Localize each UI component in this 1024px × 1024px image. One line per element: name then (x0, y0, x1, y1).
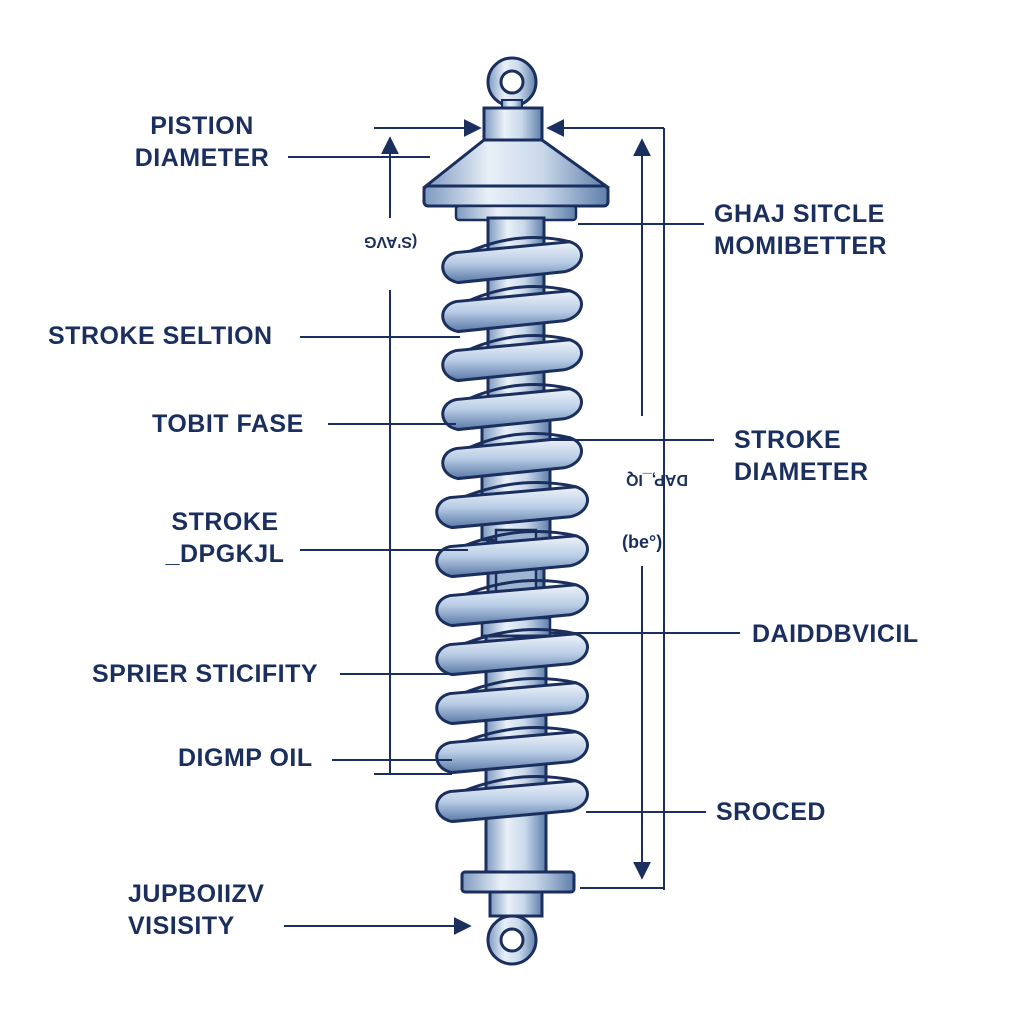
label-sroced: SROCED (716, 798, 826, 826)
label-stroke-seltion: STROKE SELTION (48, 322, 273, 350)
spring-coil-front (435, 730, 589, 775)
label-ghaj-sitcle: GHAJ SITCLE MOMIBETTER (714, 198, 887, 262)
top-mount-eye (486, 56, 538, 113)
label-line: GHAJ SITCLE (714, 200, 885, 228)
bottom-mount (460, 870, 576, 966)
label-piston-diameter: PISTION DIAMETER (122, 110, 282, 174)
label-tobit-fase: TOBIT FASE (152, 410, 304, 438)
label-daiddbvicil: DAIDDBVICIL (752, 620, 919, 648)
label-jupboiizv-visisity: JUPBOIIZV VISISITY (128, 878, 264, 942)
label-line: VISISITY (128, 912, 235, 940)
spring-coil-front (441, 338, 583, 383)
label-digmp-oil: DIGMP OIL (178, 744, 313, 772)
spring-coil-front (435, 534, 589, 579)
label-stroke-diameter: STROKE DIAMETER (734, 424, 869, 488)
spring-coil-front (435, 779, 589, 824)
label-line: _DPGKJL (165, 540, 285, 568)
label-line: STROKE (734, 426, 842, 454)
dimension-lines (374, 119, 665, 890)
dimension-text-right: DAP,_IQ (626, 471, 688, 488)
dimension-text-paren: (be°) (622, 532, 663, 552)
spring-coil-front (441, 240, 583, 285)
spring-coil-front (441, 289, 583, 334)
spring-coil-front (435, 632, 589, 677)
label-line: PISTION (150, 112, 254, 140)
dimension-text-left: (S'AVG (364, 233, 418, 250)
label-line: STROKE (171, 508, 279, 536)
spring-coil-front (435, 681, 589, 726)
label-line: MOMIBETTER (714, 232, 888, 260)
label-line: JUPBOIIZV (128, 880, 265, 908)
top-cap (421, 106, 611, 222)
spring-coil-front (441, 387, 583, 432)
spring-coil-front (435, 485, 589, 530)
label-stroke-dpgkjl: STROKE _DPGKJL (150, 506, 300, 570)
leader-lines (284, 156, 740, 935)
label-sprier-sticifity: SPRIER STICIFITY (92, 660, 319, 688)
label-line: DIAMETER (134, 144, 270, 172)
spring-coil-front (435, 583, 589, 628)
label-line: DIAMETER (734, 458, 869, 486)
spring-coil-front (441, 436, 583, 481)
